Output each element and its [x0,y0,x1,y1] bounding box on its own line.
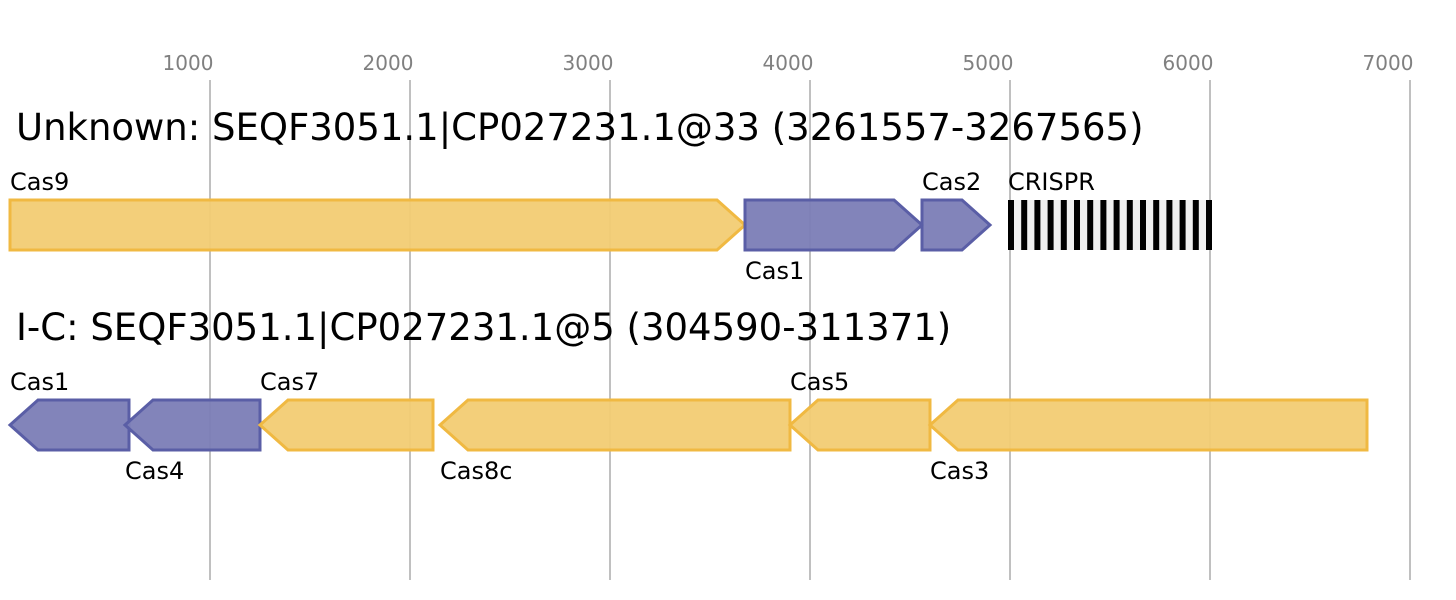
gene-label-cas1: Cas1 [10,368,69,396]
crispr-repeat [1113,200,1120,250]
tick-label-7000: 7000 [1363,51,1414,75]
crispr-repeat [1153,200,1160,250]
tick-label-4000: 4000 [763,51,814,75]
locus-title: Unknown: SEQF3051.1|CP027231.1@33 (32615… [16,106,1144,149]
crispr-repeat [1206,200,1212,250]
crispr-repeat [1140,200,1146,250]
gene-arrow-cas7 [257,398,435,452]
crispr-repeat [1021,200,1028,250]
crispr-repeat [1074,200,1080,250]
crispr-repeat [1179,200,1186,250]
gene-label-cas1: Cas1 [745,257,804,285]
gene-label-cas3: Cas3 [930,457,989,485]
gene-label-cas2: Cas2 [922,168,981,196]
gene-label-cas8c: Cas8c [440,457,512,485]
gene-label-cas4: Cas4 [125,457,184,485]
crispr-repeat [1192,200,1199,250]
tick-label-2000: 2000 [363,51,414,75]
tick-label-1000: 1000 [163,51,214,75]
gene-label-cas9: Cas9 [10,168,69,196]
gene-arrow-cas9 [8,198,748,252]
crispr-repeat [1060,200,1067,250]
gene-arrow-cas3 [927,398,1369,452]
crispr-repeat [1100,200,1107,250]
crispr-label: CRISPR [1008,168,1095,196]
gene-arrow-cas1 [7,398,131,452]
locus-1: Unknown: SEQF3051.1|CP027231.1@33 (32615… [8,106,1212,285]
tick-label-6000: 6000 [1163,51,1214,75]
crispr-repeat [1126,200,1133,250]
gene-arrow-cas2 [920,198,993,252]
crispr-background [1008,200,1212,250]
gene-label-cas5: Cas5 [790,368,849,396]
loci: Unknown: SEQF3051.1|CP027231.1@33 (32615… [7,106,1369,485]
gene-arrow-cas4 [122,398,262,452]
crispr-repeat [1008,200,1014,250]
tick-label-5000: 5000 [963,51,1014,75]
locus-title: I-C: SEQF3051.1|CP027231.1@5 (304590-311… [16,306,951,349]
crispr-repeat [1166,200,1173,250]
crispr-repeat [1034,200,1041,250]
crispr-array [1008,200,1212,250]
locus-2: I-C: SEQF3051.1|CP027231.1@5 (304590-311… [7,306,1369,485]
gene-label-cas7: Cas7 [260,368,319,396]
gene-arrow-cas1 [743,198,925,252]
gene-arrow-cas5 [787,398,932,452]
axis-grid: 1000 2000 3000 4000 5000 6000 7000 [163,51,1414,580]
crispr-repeat [1087,200,1094,250]
tick-label-3000: 3000 [563,51,614,75]
gene-arrow-cas8c [437,398,792,452]
crispr-repeat [1047,200,1054,250]
